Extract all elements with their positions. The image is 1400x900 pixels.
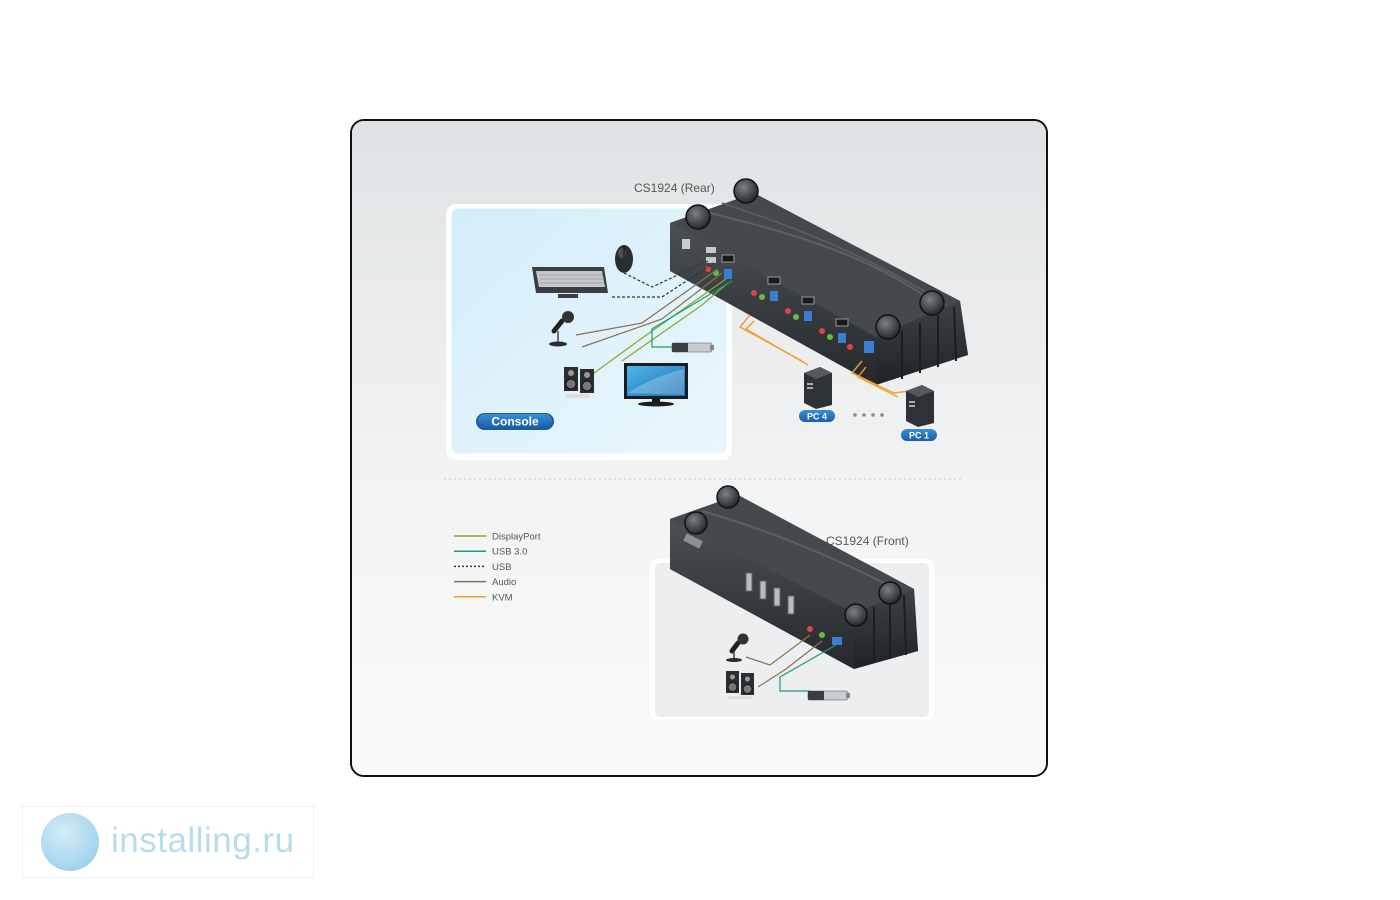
front-cables (745, 634, 837, 692)
rear-feet (685, 178, 945, 340)
front-speakers-icon (726, 671, 754, 699)
kvm-switch-rear (670, 178, 968, 385)
watermark-text: installing.ru (111, 821, 295, 860)
legend-label: USB 3.0 (492, 547, 527, 558)
port-buttons (745, 572, 795, 615)
microphone-icon (549, 311, 574, 347)
mouse-icon (615, 245, 633, 273)
legend-label: KVM (492, 592, 513, 603)
pc1-tag: PC 1 (901, 429, 937, 441)
pc1-label: PC 1 (909, 431, 929, 441)
legend-item: USB (454, 562, 512, 573)
legend-item: KVM (454, 592, 513, 603)
pc1-icon (906, 385, 934, 427)
front-usb-drive-icon (807, 690, 850, 701)
watermark-logo-icon (41, 813, 99, 871)
legend-label: DisplayPort (492, 532, 541, 543)
legend-item: USB 3.0 (454, 547, 527, 558)
legend-item: DisplayPort (454, 532, 541, 543)
pc4-label: PC 4 (807, 412, 827, 422)
keyboard-icon (532, 267, 608, 298)
legend-item: Audio (454, 577, 516, 588)
console-cables (575, 260, 733, 374)
kvm-cables (738, 314, 911, 398)
monitor-icon (624, 363, 688, 407)
diagram-frame: CS1924 (Rear) (350, 119, 1048, 777)
kvm-diagram: CS1924 (Rear) (352, 121, 1046, 775)
legend-label: USB (492, 562, 512, 573)
pc4-icon (804, 367, 832, 409)
front-microphone-icon (726, 633, 749, 662)
more-pcs-indicator (853, 413, 884, 417)
speakers-icon (564, 367, 594, 398)
watermark: installing.ru (22, 806, 314, 878)
console-label: Console (491, 415, 539, 429)
console-tag: Console (476, 413, 554, 430)
usb-drive-icon (671, 342, 714, 353)
legend-label: Audio (492, 577, 516, 588)
front-title: CS1924 (Front) (826, 534, 909, 548)
kvm-switch-front (670, 485, 918, 669)
pc4-tag: PC 4 (799, 410, 835, 422)
rear-title: CS1924 (Rear) (634, 181, 715, 195)
rear-ports (682, 239, 874, 353)
